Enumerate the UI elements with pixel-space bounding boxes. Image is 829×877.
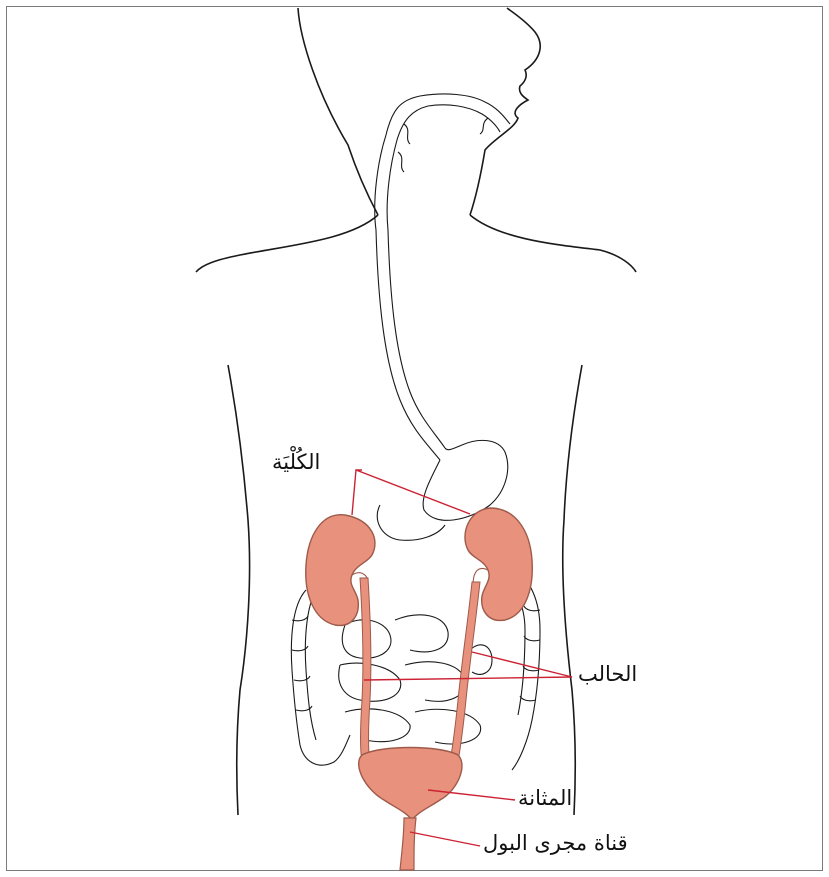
urethra-label: قناة مجرى البول xyxy=(483,833,628,854)
digestive-tract xyxy=(291,94,540,770)
urethra xyxy=(400,818,416,870)
ureter-label: الحالب xyxy=(578,664,637,685)
right-shoulder-outline xyxy=(470,215,636,272)
kidney-label: الكُلْيَة xyxy=(272,452,320,473)
body-outline xyxy=(196,8,636,815)
bladder-label: المثانة xyxy=(518,788,572,809)
kidney-leader-line xyxy=(352,470,470,515)
urethra-leader-line xyxy=(410,832,480,846)
right-ureter xyxy=(450,582,480,762)
bladder xyxy=(359,748,462,821)
left-shoulder-outline xyxy=(196,215,378,272)
left-ureter xyxy=(360,578,371,762)
right-torso-outline xyxy=(563,365,582,815)
urinary-organs xyxy=(306,508,533,870)
pharynx-folds xyxy=(398,118,488,172)
ureter-leader-line-1 xyxy=(472,652,572,677)
liver-fold xyxy=(377,505,445,540)
image-frame xyxy=(7,7,823,871)
oral-cavity xyxy=(375,94,510,230)
esophagus xyxy=(376,230,445,460)
head-outline xyxy=(298,8,540,215)
left-torso-outline xyxy=(228,365,250,815)
